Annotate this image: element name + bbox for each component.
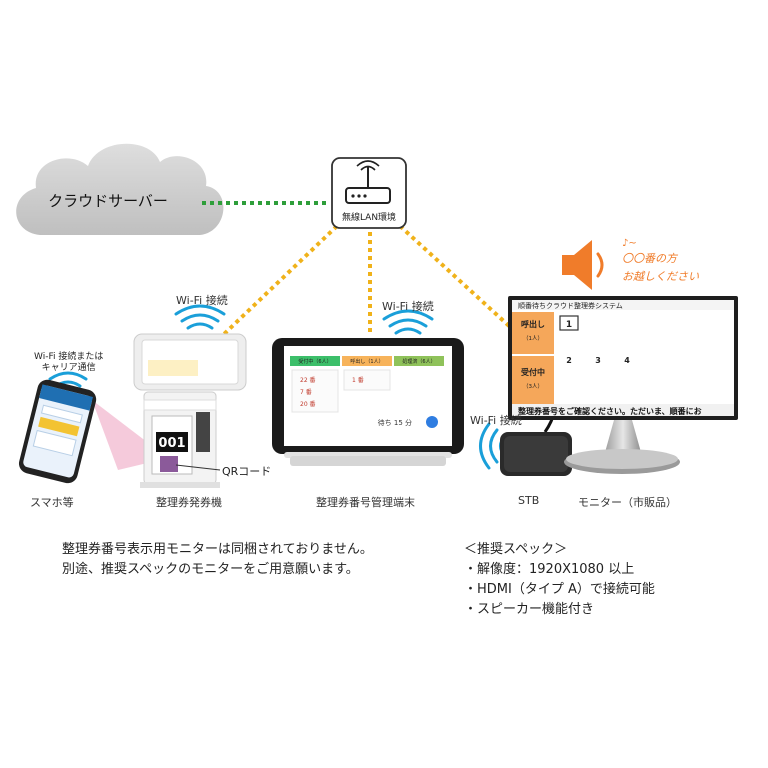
ticket-kiosk (133, 333, 247, 488)
router-label: 無線LAN環境 (342, 211, 396, 223)
smartphone (18, 379, 168, 484)
monitor-row-label: 呼出し (521, 319, 545, 329)
device-label-tablet: 整理券番号管理端末 (316, 496, 415, 509)
router-icon (331, 157, 407, 229)
monitor-waiting-number: 3 (595, 356, 601, 365)
tablet-item: 22 番 (300, 377, 316, 384)
link-kiosk (220, 224, 339, 338)
wifi-icon-kiosk (174, 304, 226, 330)
speaker-line-2: お越しください (622, 270, 699, 283)
ticket-number: 001 (158, 436, 185, 451)
tablet-items: 22 番 7 番 20 番 1 番 (300, 377, 364, 408)
speaker-icon (562, 240, 604, 290)
speaker-note: ♪~ (622, 238, 637, 249)
management-tablet (272, 338, 464, 466)
monitor-row-count: （1人） (523, 335, 543, 342)
phone-connection-label: Wi-Fi 接続または キャリア通信 (34, 352, 104, 373)
monitor-ticker: 整理券番号をご確認ください。ただいま、順番にお (517, 406, 702, 416)
tablet-connection-label: Wi-Fi 接続 (382, 300, 434, 313)
qr-label: QRコード (222, 465, 271, 478)
device-label-monitor: モニター（市販品） (578, 496, 677, 509)
speaker-line-1: 〇〇番の方 (622, 252, 679, 265)
monitor-waiting-number: 2 (566, 356, 572, 365)
router-links (220, 224, 522, 338)
wifi-icon-tablet (382, 309, 434, 335)
link-monitor (398, 224, 522, 338)
cloud-server (16, 143, 224, 235)
tablet-wait-text: 待ち 15 分 (378, 418, 412, 427)
spec-item: ・HDMI（タイプ A）で接続可能 (464, 582, 655, 597)
tablet-col-1: 受付中（6人） (298, 358, 331, 365)
monitor (508, 296, 738, 474)
monitor-screen: 順番待ちクラウド整理券システム 呼出し （1人） 受付中 （3人） 1 2 3 … (517, 301, 702, 416)
qr-pointer (175, 464, 221, 471)
stb-connection-label: Wi-Fi 接続 (470, 414, 522, 427)
device-label-stb: STB (518, 494, 540, 507)
tablet-item: 1 番 (352, 377, 364, 384)
spec-title: ＜推奨スペック＞ (464, 542, 568, 557)
monitor-called-number: 1 (566, 320, 572, 330)
tablet-item: 20 番 (300, 401, 316, 408)
monitor-title: 順番待ちクラウド整理券システム (518, 301, 623, 310)
kiosk-connection-label: Wi-Fi 接続 (176, 294, 228, 307)
tablet-column-headers: 受付中（6人） 呼出し（1人） 処理済（6人） (298, 358, 435, 365)
monitor-row-label: 受付中 (521, 367, 545, 377)
device-label-smartphone: スマホ等 (30, 496, 74, 509)
note-line-1: 整理券番号表示用モニターは同梱されておりません。 (62, 542, 373, 557)
note-line-2: 別途、推奨スペックのモニターをご用意願います。 (62, 562, 359, 577)
spec-item: ・解像度：1920X1080 以上 (464, 562, 635, 577)
device-label-kiosk: 整理券発券機 (156, 496, 222, 509)
spec-item: ・スピーカー機能付き (464, 602, 595, 617)
speaker-text: ♪~ 〇〇番の方 お越しください (622, 238, 699, 283)
monitor-waiting-number: 4 (624, 356, 630, 365)
monitor-row-count: （3人） (523, 383, 543, 390)
cloud-label: クラウドサーバー (48, 192, 168, 210)
tablet-col-3: 処理済（6人） (402, 358, 435, 365)
tablet-item: 7 番 (300, 389, 312, 396)
tablet-col-2: 呼出し（1人） (350, 358, 383, 365)
